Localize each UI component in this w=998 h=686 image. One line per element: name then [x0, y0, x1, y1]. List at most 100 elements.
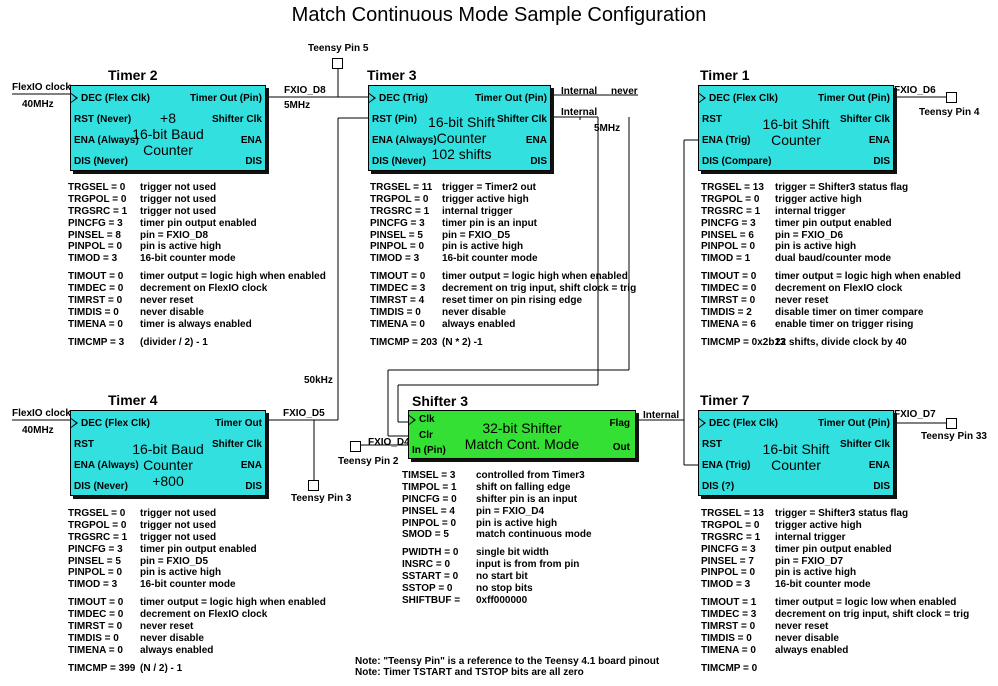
- config-register: PINCFG = 0: [402, 493, 457, 505]
- config-register: PWIDTH = 0: [402, 547, 459, 559]
- config-row: PINPOL = 0 pin is active high: [370, 241, 636, 253]
- timer3-mid-2: Counter: [436, 130, 487, 146]
- teensy-pin2-pad: [350, 441, 361, 452]
- config-register: TIMOD = 1: [701, 253, 751, 265]
- timer2-mid-2: 16-bit Baud: [132, 126, 204, 142]
- config-register: PINPOL = 0: [370, 241, 425, 253]
- config-register: INSRC = 0: [402, 559, 451, 571]
- freq-5mhz-label: 5MHz: [284, 100, 311, 111]
- config-register: TIMDEC = 3: [370, 283, 426, 295]
- config-register: TIMPOL = 1: [402, 481, 457, 493]
- shifter3-title: Shifter 3: [412, 393, 469, 409]
- timer3-dis: DIS (Never): [372, 156, 426, 167]
- config-description: pin = FXIO_D4: [476, 505, 545, 517]
- config-register: PINCFG = 3: [68, 217, 123, 229]
- config-description: timer pin output enabled: [140, 217, 257, 229]
- config-register: TRGSRC = 1: [701, 205, 761, 217]
- config-register: TRGSEL = 11: [370, 182, 433, 193]
- timer4-title: Timer 4: [108, 392, 158, 408]
- timer2-dis: DIS (Never): [74, 156, 128, 167]
- config-description: always enabled: [775, 644, 849, 656]
- config-register: TIMRST = 0: [68, 621, 123, 633]
- config-register: TIMCMP = 203: [370, 336, 438, 348]
- config-description: trigger active high: [775, 193, 862, 205]
- teensy-pin4-pad: [946, 92, 957, 103]
- config-row: PINCFG = 3 timer pin output enabled: [68, 544, 326, 556]
- config-register: SMOD = 5: [402, 529, 449, 541]
- timer4-out: Timer Out: [214, 418, 262, 429]
- config-register: TRGSEL = 0: [68, 182, 126, 193]
- timer4-mid-2: Counter: [143, 457, 193, 473]
- timer4-mid-1: 16-bit Baud: [132, 441, 204, 457]
- timer3-ena: ENA (Always): [372, 135, 437, 146]
- timer1-ena-out: ENA: [868, 135, 890, 146]
- config-description: 22 shifts, divide clock by 40: [775, 336, 907, 348]
- config-register: PINSEL = 5: [68, 555, 121, 567]
- timer1-out: Timer Out (Pin): [817, 93, 890, 104]
- shifter3-block: Clk Clr In (Pin) Flag Out 32-bit Shifter…: [408, 410, 636, 459]
- timer4-ena-out: ENA: [240, 460, 262, 471]
- config-description: trigger active high: [775, 519, 862, 531]
- config-register: TRGSRC = 1: [68, 205, 128, 217]
- timer4-rst: RST: [74, 439, 94, 450]
- internal-label-2: Internal: [561, 107, 598, 118]
- config-description: dual baud/counter mode: [775, 253, 892, 265]
- teensy-pin3-pad: [308, 480, 319, 491]
- timer7-mid-2: Counter: [771, 457, 821, 473]
- page-title: Match Continuous Mode Sample Configurati…: [291, 4, 707, 26]
- config-register: TIMCMP = 399: [68, 662, 136, 674]
- shifter3-flag: Flag: [609, 418, 630, 429]
- config-register: PINSEL = 4: [402, 505, 455, 517]
- config-row: TIMCMP = 3(divider / 2) - 1: [68, 337, 326, 349]
- timer4-dec: DEC (Flex Clk): [81, 418, 150, 429]
- clock-freq-label-2: 40MHz: [22, 425, 54, 436]
- timer7-title: Timer 7: [700, 392, 750, 408]
- config-register: TIMDIS = 0: [370, 306, 421, 318]
- timer1-ena: ENA (Trig): [702, 135, 751, 146]
- config-register: PINCFG = 3: [68, 543, 123, 555]
- freq-50khz-label: 50kHz: [304, 375, 333, 386]
- shifter3-description: 32-bit Shifter Match Cont. Mode: [409, 420, 635, 452]
- clock-input-icon: [699, 93, 706, 103]
- config-description: enable timer on trigger rising: [775, 318, 914, 330]
- shifter3-mid-2: Match Cont. Mode: [464, 436, 580, 452]
- config-register: TIMOUT = 0: [68, 597, 124, 609]
- clock-input-icon: [369, 93, 376, 103]
- timer7-mid-1: 16-bit Shift: [762, 441, 830, 457]
- clock-freq-label: 40MHz: [22, 99, 54, 110]
- config-description: trigger active high: [442, 193, 529, 205]
- timer1-rst: RST: [702, 114, 722, 125]
- shifter3-out: Out: [612, 442, 630, 453]
- config-description: 16-bit counter mode: [775, 579, 871, 591]
- fxio-d6-label: FXIO_D6: [894, 85, 936, 96]
- config-register: TIMRST = 4: [370, 295, 425, 307]
- config-description: pin is active high: [442, 241, 524, 253]
- config-description: timer pin output enabled: [140, 543, 257, 555]
- timer4-description: 16-bit Baud Counter +800: [71, 441, 265, 489]
- config-description: trigger not used: [140, 182, 217, 193]
- config-description: trigger = Shifter3 status flag: [775, 182, 909, 193]
- config-description: decrement on FlexIO clock: [140, 609, 268, 621]
- config-description: decrement on FlexIO clock: [140, 283, 268, 295]
- config-register: TIMDEC = 0: [68, 609, 124, 621]
